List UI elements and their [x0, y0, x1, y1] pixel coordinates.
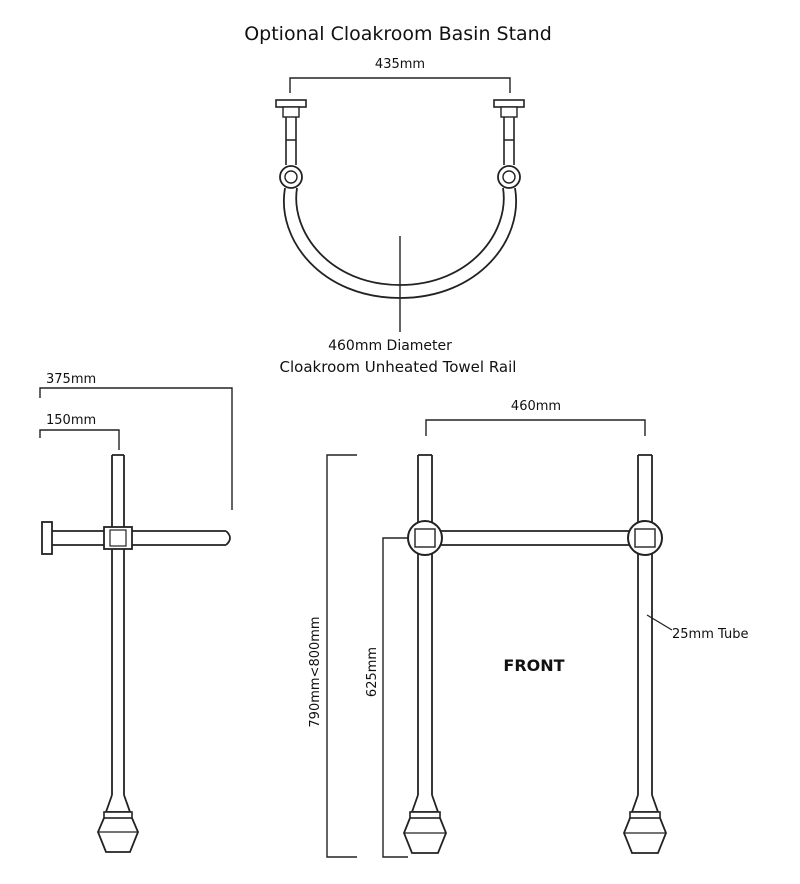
front-rail-height-label: 625mm: [365, 647, 380, 697]
front-width-dimension-line: [425, 419, 646, 436]
front-rail-height-dimension-line: [382, 537, 408, 858]
front-height-label: 790mm<800mm: [308, 616, 323, 727]
front-height-dimension-line: [326, 454, 357, 858]
side-wall-flange: [41, 521, 53, 555]
top-left-bracket: [275, 99, 307, 189]
front-right-joint: [627, 520, 663, 556]
diameter-label: 460mm Diameter: [328, 338, 452, 354]
top-view: 435mm 460mm Diameter Cloakroom Unheated …: [275, 57, 525, 376]
top-width-label: 435mm: [375, 57, 425, 72]
front-left-joint: [407, 520, 443, 556]
front-right-foot: [623, 794, 667, 854]
side-depth-inner-dimension-line: [39, 429, 120, 450]
side-foot: [97, 794, 139, 853]
tube-label: 25mm Tube: [672, 627, 748, 642]
top-right-bracket: [493, 99, 525, 189]
drawing-title: Optional Cloakroom Basin Stand: [244, 23, 552, 45]
side-arm-tube: [52, 530, 231, 546]
side-leg-tube: [111, 454, 125, 795]
side-depth-outer-label: 375mm: [46, 372, 96, 387]
side-view: 375mm 150mm: [39, 372, 233, 853]
front-left-leg: [417, 454, 433, 795]
front-width-label: 460mm: [511, 399, 561, 414]
front-view: 460mm 790mm<800mm 625mm: [308, 399, 748, 858]
front-left-foot: [403, 794, 447, 854]
towel-rail-caption: Cloakroom Unheated Towel Rail: [280, 358, 517, 376]
front-horizontal-rail: [441, 530, 629, 546]
front-view-label: FRONT: [503, 656, 564, 675]
side-depth-outer-dimension-line: [39, 387, 233, 510]
front-right-leg: [637, 454, 653, 795]
top-width-dimension-line: [289, 77, 511, 93]
side-depth-inner-label: 150mm: [46, 413, 96, 428]
tube-leader-line: [646, 614, 673, 631]
